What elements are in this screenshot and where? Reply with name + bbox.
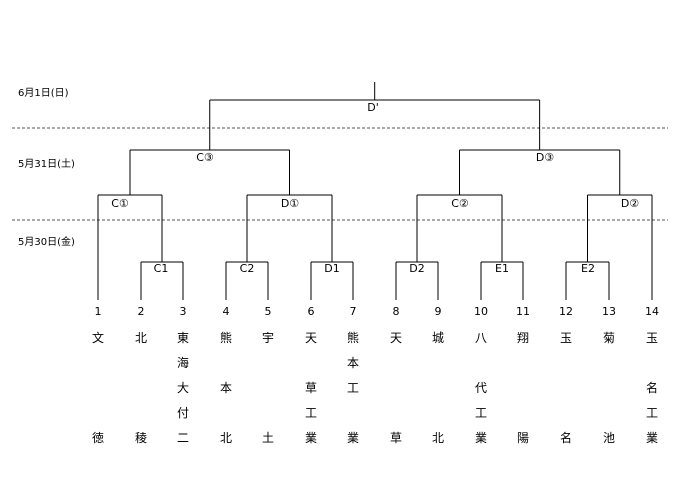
team-name-char: 陽	[516, 431, 530, 445]
team-name-char: 二	[176, 431, 190, 445]
team-name-char: 熊	[346, 331, 360, 345]
team-name-char: 大	[176, 381, 190, 395]
team-name-char: 工	[346, 381, 360, 395]
team-number: 6	[307, 305, 315, 318]
team-name-char: 八	[474, 331, 488, 345]
team-name-char: 代	[474, 381, 488, 395]
match-label-E2: E2	[580, 262, 596, 275]
match-label-c2: C②	[450, 197, 470, 210]
team-name-char: 本	[219, 381, 233, 395]
team-name-char: 業	[304, 431, 318, 445]
team-name-char: 名	[559, 431, 573, 445]
team-name-char: 工	[474, 406, 488, 420]
date-june-1: 6月1日(日)	[18, 88, 69, 99]
match-label-c1: C①	[110, 197, 130, 210]
match-label-d2: D②	[619, 197, 641, 210]
team-name-char: 工	[645, 406, 659, 420]
team-name-char: 稜	[134, 431, 148, 445]
team-name-char: 東	[176, 331, 190, 345]
team-number: 9	[434, 305, 442, 318]
team-name-char: 北	[134, 331, 148, 345]
team-number: 8	[392, 305, 400, 318]
team-name-char: 城	[431, 331, 445, 345]
team-name-char: 北	[431, 431, 445, 445]
match-label-final: D'	[366, 101, 380, 114]
team-number: 14	[645, 305, 659, 318]
team-name-char: 北	[219, 431, 233, 445]
team-name-char: 宇	[261, 331, 275, 345]
team-name-char: 業	[346, 431, 360, 445]
team-number: 11	[516, 305, 530, 318]
team-name-char: 名	[645, 381, 659, 395]
match-label-E1: E1	[494, 262, 510, 275]
match-label-C2: C2	[238, 262, 256, 275]
match-label-D2: D2	[408, 262, 426, 275]
team-name-char: 海	[176, 356, 190, 370]
team-name-char: 工	[304, 406, 318, 420]
team-number: 4	[222, 305, 230, 318]
team-number: 7	[349, 305, 357, 318]
team-name-char: 玉	[645, 331, 659, 345]
team-name-char: 付	[176, 406, 190, 420]
match-label-d1: D①	[279, 197, 301, 210]
team-name-char: 池	[602, 431, 616, 445]
team-name-char: 天	[304, 331, 318, 345]
match-label-D1: D1	[323, 262, 341, 275]
team-name-char: 徳	[91, 431, 105, 445]
team-name-char: 草	[304, 381, 318, 395]
team-number: 13	[602, 305, 616, 318]
team-number: 5	[264, 305, 272, 318]
team-number: 12	[559, 305, 573, 318]
team-number: 3	[179, 305, 187, 318]
team-name-char: 菊	[602, 331, 616, 345]
match-label-d3: D③	[534, 151, 556, 164]
team-name-char: 草	[389, 431, 403, 445]
team-name-char: 業	[645, 431, 659, 445]
date-may-31: 5月31日(土)	[18, 159, 75, 170]
team-name-char: 土	[261, 431, 275, 445]
team-number: 10	[474, 305, 488, 318]
team-number: 1	[94, 305, 102, 318]
team-name-char: 文	[91, 331, 105, 345]
team-name-char: 天	[389, 331, 403, 345]
date-may-30: 5月30日(金)	[18, 237, 75, 248]
team-name-char: 本	[346, 356, 360, 370]
team-name-char: 玉	[559, 331, 573, 345]
team-number: 2	[137, 305, 145, 318]
team-name-char: 翔	[516, 331, 530, 345]
team-name-char: 業	[474, 431, 488, 445]
team-name-char: 熊	[219, 331, 233, 345]
match-label-C1: C1	[152, 262, 170, 275]
match-label-c3: C③	[195, 151, 215, 164]
